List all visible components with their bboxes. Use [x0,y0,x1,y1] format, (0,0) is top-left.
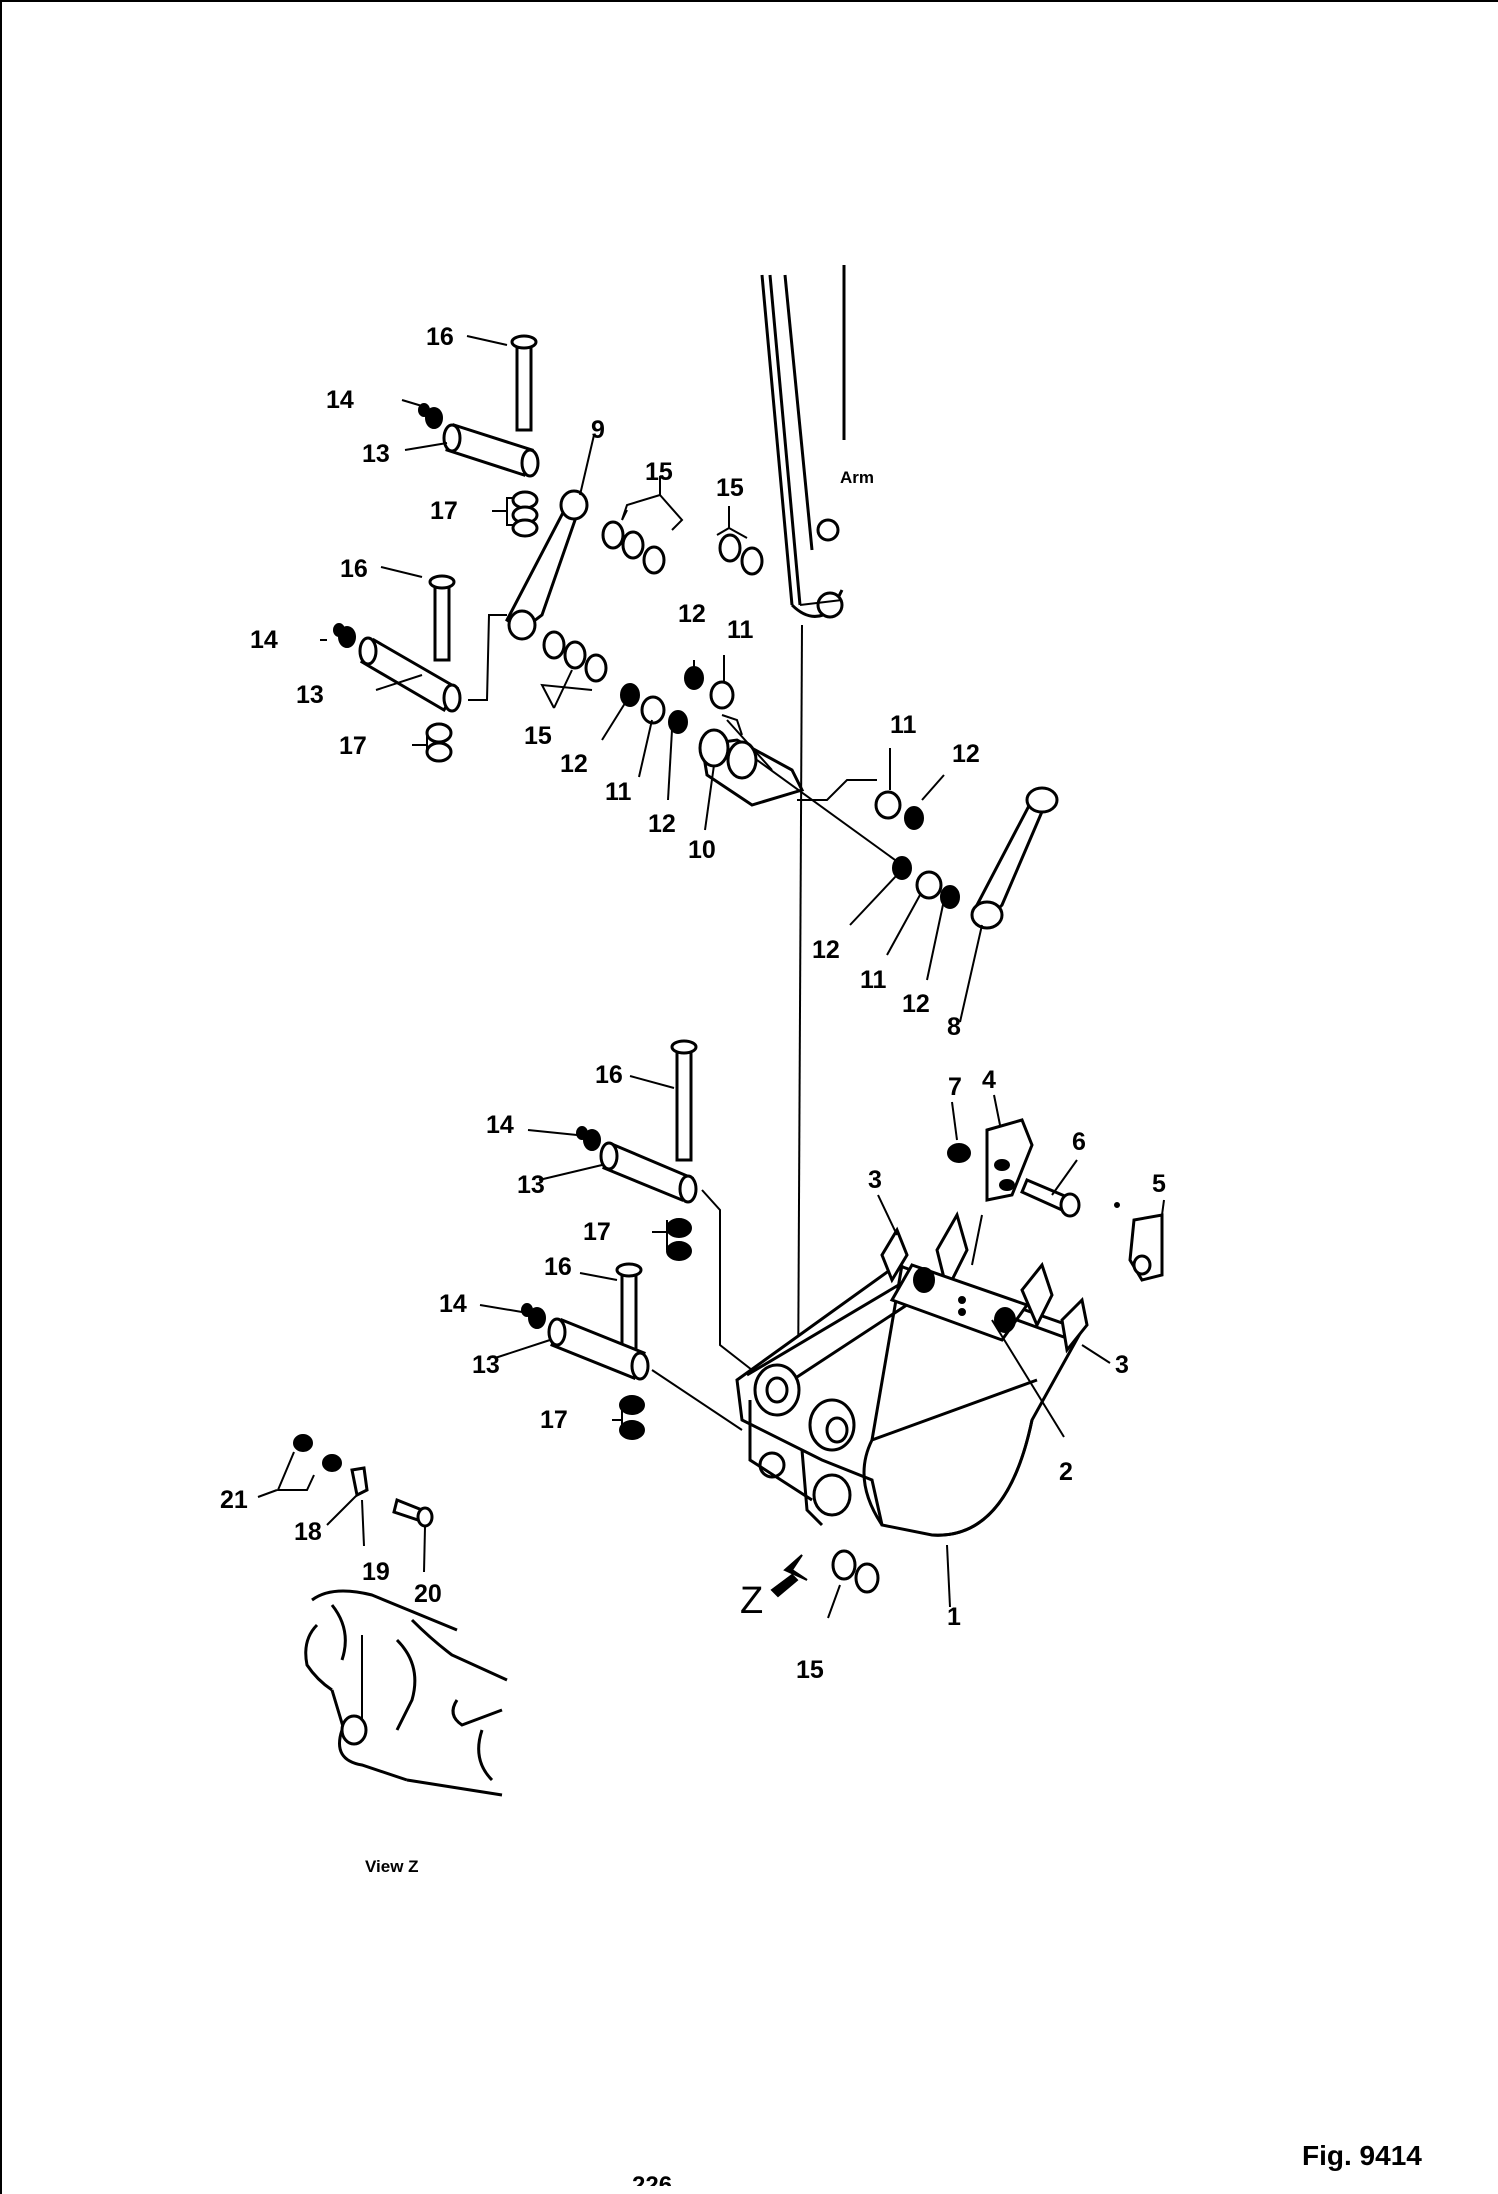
callout-17: 17 [430,497,458,525]
callout-labels: 16 14 13 17 9 15 15 Arm 16 14 13 17 15 1… [220,323,1166,1876]
pin-16-lower1 [670,1039,698,1162]
callout-11: 11 [860,966,887,994]
callout-7: 7 [948,1073,962,1101]
callout-14: 14 [250,626,278,654]
figure-label: Fig. 9414 [1302,2140,1422,2171]
link-10 [698,719,805,807]
callout-17: 17 [540,1406,568,1434]
bolt-6 [1020,1178,1081,1218]
callout-3: 3 [1115,1351,1129,1379]
callout-16: 16 [426,323,454,351]
callout-leaders [257,335,1165,1619]
callout-8: 8 [947,1013,961,1041]
shims-17-lower1 [666,1218,692,1261]
callout-5: 5 [1152,1170,1166,1198]
callout-6: 6 [1072,1128,1086,1156]
view-z-detail [276,1434,508,1797]
clip-5 [1128,1213,1164,1282]
callout-14: 14 [486,1111,514,1139]
top-border [2,0,1498,2]
link-8 [970,786,1059,930]
callout-11: 11 [727,616,754,644]
callout-17: 17 [339,732,367,760]
callout-15: 15 [645,458,673,486]
callout-16: 16 [544,1253,572,1281]
pin-13-lower2 [521,1303,650,1381]
bracket-4 [985,1118,1034,1202]
link-9 [505,489,589,641]
pin-13-top [418,403,540,478]
callout-12: 12 [952,740,980,768]
callout-16: 16 [340,555,368,583]
callout-13: 13 [517,1171,545,1199]
callout-12: 12 [560,750,588,778]
callout-12: 12 [648,810,676,838]
callout-12: 12 [812,936,840,964]
shims-15-mid [542,630,608,683]
view-z-caption: View Z [365,1857,419,1876]
pin-13-mid [333,623,462,713]
callout-3: 3 [868,1166,882,1194]
pin-16-mid [428,574,456,662]
shims-15-top [601,520,764,576]
shims-17-lower2 [619,1395,645,1440]
callout-20: 20 [414,1580,442,1608]
callout-11: 11 [605,778,632,806]
callout-10: 10 [688,836,716,864]
shims-17-mid [425,722,453,763]
callout-15: 15 [716,474,744,502]
callout-17: 17 [583,1218,611,1246]
callout-12: 12 [902,990,930,1018]
page-number: 226 [632,2172,673,2186]
callout-14: 14 [326,386,354,414]
callout-15: 15 [796,1656,824,1684]
callout-16: 16 [595,1061,623,1089]
callout-13: 13 [362,440,390,468]
shims-17-top [511,490,539,538]
shims-15-bottom [831,1549,880,1594]
callout-12: 12 [678,600,706,628]
bucket [735,1211,1089,1537]
callout-2: 2 [1059,1458,1073,1486]
callout-1: 1 [947,1603,961,1631]
pin-13-lower1 [576,1126,698,1204]
callout-11: 11 [890,711,917,739]
callout-21: 21 [220,1486,248,1514]
callout-13: 13 [472,1351,500,1379]
callout-14: 14 [439,1290,467,1318]
callout-19: 19 [362,1558,390,1586]
callout-9: 9 [591,416,605,444]
callout-13: 13 [296,681,324,709]
nut-7 [947,1143,971,1163]
arm-label: Arm [840,468,874,487]
arm [760,265,846,1396]
pin-16-top [510,334,538,432]
bushings-seals [620,666,960,909]
view-z-arrow-label: Z [740,1580,763,1622]
view-z-arrow [770,1554,808,1598]
callout-15: 15 [524,722,552,750]
callout-4: 4 [982,1066,996,1094]
callout-18: 18 [294,1518,322,1546]
